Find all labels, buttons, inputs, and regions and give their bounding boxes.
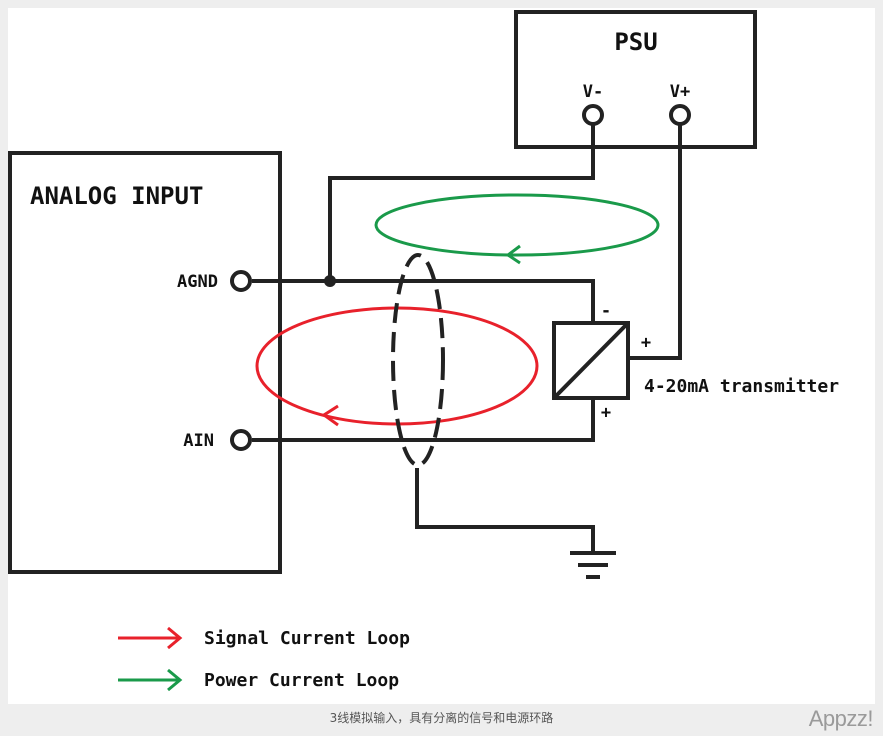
diagram-canvas: PSU V- V+ ANALOG INPUT AGND AIN 4-20mA t… (8, 8, 875, 704)
psu-vminus-terminal[interactable] (582, 104, 604, 126)
junction-dot (324, 275, 336, 287)
transmitter-bottom-plus: + (601, 403, 611, 423)
transmitter-diagonal (552, 321, 630, 400)
wire-psu-vplus-to-transmitter (628, 125, 682, 360)
wire-psu-vminus-to-agnd (328, 125, 595, 281)
psu-vminus-label: V- (583, 82, 603, 102)
transmitter-label: 4-20mA transmitter (644, 376, 839, 397)
psu-vplus-terminal[interactable] (669, 104, 691, 126)
psu-box (514, 10, 757, 149)
transmitter-top-minus: - (601, 301, 611, 321)
figure-caption: 3线模拟输入，具有分离的信号和电源环路 (329, 711, 554, 725)
signal-loop-arrow-icon (321, 404, 339, 427)
brand-logo: Appzz! (808, 706, 874, 731)
agnd-terminal[interactable] (230, 270, 252, 292)
psu-vplus-label: V+ (670, 82, 690, 102)
analog-input-title: ANALOG INPUT (30, 182, 203, 210)
wire-agnd-to-transmitter (252, 279, 595, 323)
legend-power-label: Power Current Loop (204, 670, 399, 691)
ground-icon (570, 551, 616, 579)
agnd-label: AGND (177, 272, 218, 292)
legend-signal-label: Signal Current Loop (204, 628, 410, 649)
analog-input-box (8, 151, 282, 574)
wire-ain-to-transmitter (252, 398, 595, 442)
wire-shield-to-ground (415, 468, 595, 552)
ain-terminal[interactable] (230, 429, 252, 451)
power-loop-ellipse (374, 193, 660, 257)
transmitter-right-plus: + (641, 333, 651, 353)
legend-power-arrow-icon (118, 668, 183, 692)
power-loop-arrow-icon (505, 244, 521, 265)
psu-title: PSU (614, 28, 657, 56)
ain-label: AIN (183, 431, 214, 451)
legend-signal-arrow-icon (118, 626, 183, 650)
wiring-diagram: PSU V- V+ ANALOG INPUT AGND AIN 4-20mA t… (8, 10, 839, 692)
cable-shield-ellipse (391, 253, 445, 467)
